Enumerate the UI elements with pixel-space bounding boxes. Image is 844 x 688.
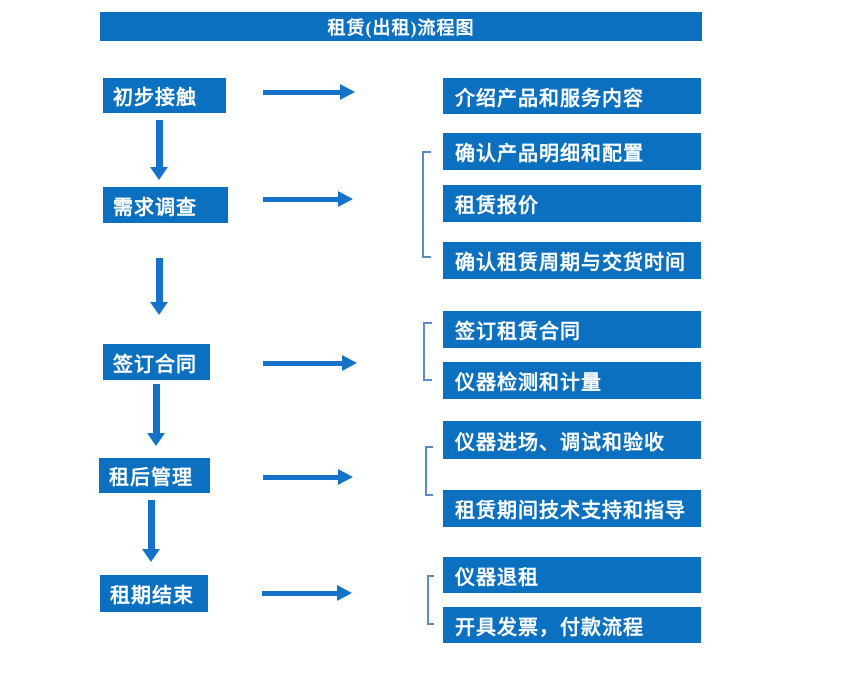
bracket-demand-survey-group [422, 151, 431, 258]
detail-node-tech-support-guidance: 租赁期间技术支持和指导 [443, 490, 701, 527]
arrow-shaft [152, 384, 160, 435]
bracket-post-rental-group [425, 446, 433, 496]
down-arrow-1-2 [150, 120, 168, 180]
arrow-shaft [262, 590, 339, 596]
down-arrow-2-3 [150, 258, 168, 315]
flowchart-title: 租赁(出租)流程图 [100, 12, 702, 41]
step-node-initial-contact: 初步接触 [103, 78, 226, 113]
step-node-sign-contract: 签订合同 [103, 344, 210, 380]
arrow-head-icon [338, 469, 353, 485]
arrow-head-icon [338, 191, 353, 207]
detail-node-instrument-return: 仪器退租 [443, 557, 701, 593]
detail-node-confirm-period-delivery: 确认租赁周期与交货时间 [443, 242, 701, 279]
arrow-head-icon [340, 84, 355, 100]
arrow-shaft [263, 196, 340, 202]
right-arrow-row2 [263, 191, 353, 207]
arrow-head-icon [337, 585, 352, 601]
detail-node-invoice-payment: 开具发票，付款流程 [443, 607, 701, 643]
arrow-head-icon [147, 433, 165, 446]
bracket-rental-end-group [427, 575, 434, 625]
down-arrow-3-4 [147, 384, 165, 446]
arrow-shaft [155, 120, 163, 169]
right-arrow-row3 [263, 355, 357, 371]
detail-node-confirm-details-config: 确认产品明细和配置 [443, 133, 701, 170]
right-arrow-row4 [263, 469, 353, 485]
detail-node-introduce-products: 介绍产品和服务内容 [443, 78, 701, 114]
step-node-post-rental-management: 租后管理 [99, 458, 210, 493]
arrow-shaft [155, 258, 163, 304]
arrow-shaft [147, 500, 155, 551]
detail-node-instrument-entry-debug-acceptance: 仪器进场、调试和验收 [443, 421, 701, 459]
detail-node-sign-rental-contract: 签订租赁合同 [443, 311, 701, 348]
arrow-shaft [263, 360, 344, 366]
arrow-shaft [263, 89, 342, 95]
step-node-demand-survey: 需求调查 [103, 187, 228, 223]
arrow-head-icon [142, 549, 160, 562]
bracket-sign-contract-group [423, 322, 432, 381]
right-arrow-row5 [262, 585, 352, 601]
arrow-head-icon [342, 355, 357, 371]
arrow-head-icon [150, 167, 168, 180]
step-node-rental-end: 租期结束 [100, 575, 208, 612]
detail-node-instrument-test-metering: 仪器检测和计量 [443, 362, 701, 399]
down-arrow-4-5 [142, 500, 160, 562]
right-arrow-row1 [263, 84, 355, 100]
detail-node-rental-quote: 租赁报价 [443, 185, 701, 222]
arrow-head-icon [150, 302, 168, 315]
arrow-shaft [263, 474, 340, 480]
